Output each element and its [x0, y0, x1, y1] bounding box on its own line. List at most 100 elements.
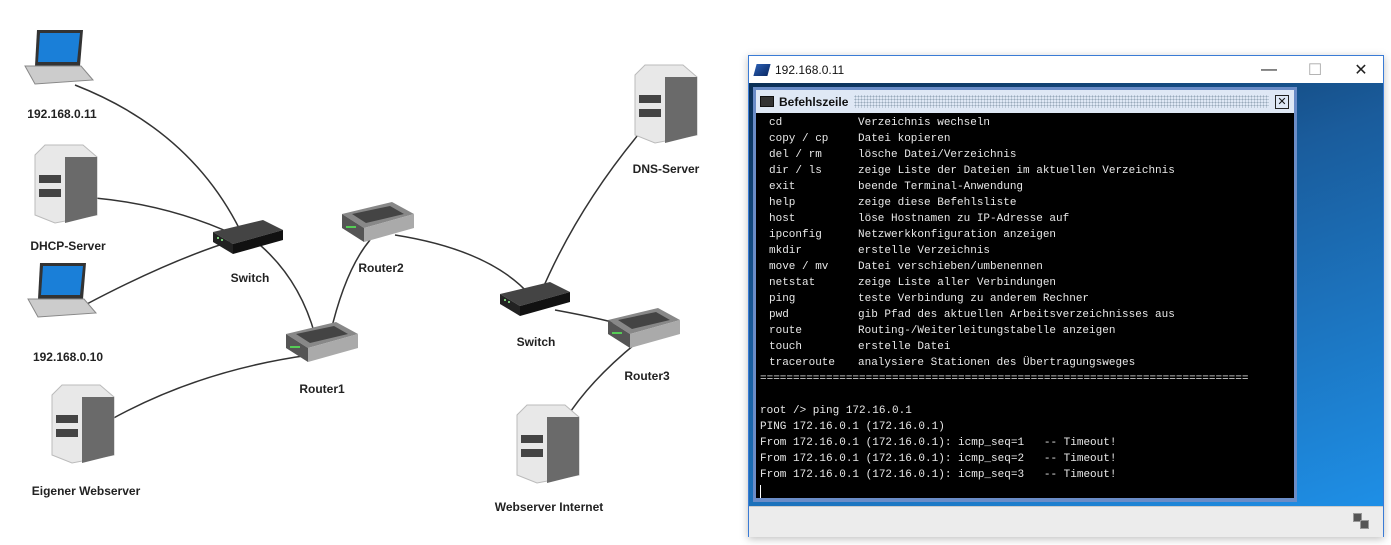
minimize-button[interactable]: — [1261, 60, 1277, 78]
remote-window: 192.168.0.11 — ☐ ✕ Befehlszeile ✕ cd Verz… [748, 55, 1384, 537]
switch-icon[interactable] [213, 220, 283, 254]
command-description: Datei kopieren [858, 133, 951, 145]
terminal-close-button[interactable]: ✕ [1275, 94, 1289, 109]
command-name: netstat [769, 277, 816, 289]
command-name: dir / ls [769, 165, 822, 177]
link [539, 114, 656, 296]
link [394, 234, 531, 296]
command-description: erstelle Datei [858, 341, 951, 353]
help-row: netstat zeige Liste aller Verbindungen [760, 275, 1294, 291]
link [109, 354, 311, 421]
node-label: Router2 [358, 261, 404, 275]
command-description: lösche Datei/Verzeichnis [858, 149, 1017, 161]
monitor-icon [760, 96, 774, 107]
command-name: exit [769, 181, 796, 193]
output-line: PING 172.16.0.1 (172.16.0.1) [760, 421, 945, 433]
maximize-button[interactable]: ☐ [1307, 61, 1323, 79]
link [84, 239, 236, 306]
terminal-frame: Befehlszeile ✕ cd Verzeichnis wechseln cop… [753, 87, 1297, 502]
node-label: DHCP-Server [30, 239, 106, 253]
output-line: From 172.16.0.1 (172.16.0.1): icmp_seq=2… [760, 453, 1117, 465]
command-name: mkdir [769, 245, 803, 257]
command-name: traceroute [769, 357, 836, 369]
command-description: Routing-/Weiterleitungstabelle anzeigen [858, 325, 1116, 337]
terminal-output[interactable]: cd Verzeichnis wechseln copy / cp Datei kop… [756, 113, 1294, 498]
node-label: Webserver Internet [494, 500, 604, 514]
help-row: ping teste Verbindung zu anderem Rechner [760, 291, 1294, 307]
separator: ========================================… [760, 373, 1249, 385]
laptop-icon[interactable] [27, 262, 97, 318]
command-name: host [769, 213, 796, 225]
router-icon[interactable] [608, 308, 680, 348]
help-row: mkdir erstelle Verzeichnis [760, 243, 1294, 259]
server-icon[interactable] [634, 64, 698, 144]
server-icon[interactable] [51, 384, 115, 464]
help-row: move / mv Datei verschieben/umbenennen [760, 259, 1294, 275]
command-description: Verzeichnis wechseln [858, 117, 991, 129]
help-row: ipconfig Netzwerkkonfiguration anzeigen [760, 227, 1294, 243]
network-status-icon[interactable] [1353, 513, 1371, 531]
command-description: zeige diese Befehlsliste [858, 197, 1017, 209]
terminal-title: Befehlszeile [779, 94, 849, 109]
link [329, 239, 371, 336]
status-bar [749, 506, 1383, 537]
command-name: copy / cp [769, 133, 829, 145]
terminal-header[interactable]: Befehlszeile ✕ [756, 90, 1294, 113]
output-line: From 172.16.0.1 (172.16.0.1): icmp_seq=1… [760, 437, 1117, 449]
command-description: analysiere Stationen des Übertragungsweg… [858, 357, 1136, 369]
node-label: Switch [230, 271, 270, 285]
command-description: gib Pfad des aktuellen Arbeitsverzeichni… [858, 309, 1175, 321]
command-description: beende Terminal-Anwendung [858, 181, 1024, 193]
node-label: Switch [516, 335, 556, 349]
help-row: touch erstelle Datei [760, 339, 1294, 355]
help-row: help zeige diese Befehlsliste [760, 195, 1294, 211]
link [259, 244, 316, 336]
command-name: pwd [769, 309, 789, 321]
close-button[interactable]: ✕ [1354, 61, 1368, 79]
help-row: traceroute analysiere Stationen des Übert… [760, 355, 1294, 371]
help-row: host löse Hostnamen zu IP-Adresse auf [760, 211, 1294, 227]
node-label: DNS-Server [632, 162, 700, 176]
command-name: help [769, 197, 796, 209]
command-description: löse Hostnamen zu IP-Adresse auf [858, 213, 1070, 225]
command-description: Datei verschieben/umbenennen [858, 261, 1043, 273]
command-description: zeige Liste der Dateien im aktuellen Ver… [858, 165, 1175, 177]
command-name: del / rm [769, 149, 822, 161]
network-diagram [24, 29, 698, 484]
command-name: route [769, 325, 803, 337]
help-row: dir / ls zeige Liste der Dateien im aktue… [760, 163, 1294, 179]
command-name: cd [769, 117, 783, 129]
output-line: root /> ping 172.16.0.1 [760, 405, 912, 417]
help-row: route Routing-/Weiterleitungstabelle anze… [760, 323, 1294, 339]
output-line: From 172.16.0.1 (172.16.0.1): icmp_seq=3… [760, 469, 1117, 481]
laptop-icon[interactable] [24, 29, 94, 85]
node-label: Eigener Webserver [31, 484, 141, 498]
computer-icon [753, 63, 771, 76]
help-row: del / rm lösche Datei/Verzeichnis [760, 147, 1294, 163]
server-icon[interactable] [516, 404, 580, 484]
command-description: erstelle Verzeichnis [858, 245, 991, 257]
node-label: 192.168.0.10 [32, 350, 104, 364]
drag-handle[interactable] [854, 95, 1269, 108]
command-name: touch [769, 341, 803, 353]
node-label: Router3 [624, 369, 670, 383]
server-icon[interactable] [34, 144, 98, 224]
title-bar[interactable]: 192.168.0.11 [749, 56, 1383, 83]
output-line [760, 387, 1294, 403]
command-description: teste Verbindung zu anderem Rechner [858, 293, 1090, 305]
command-description: zeige Liste aller Verbindungen [858, 277, 1057, 289]
link [74, 84, 241, 231]
command-name: ping [769, 293, 796, 305]
help-row: pwd gib Pfad des aktuellen Arbeitsverzeic… [760, 307, 1294, 323]
command-description: Netzwerkkonfiguration anzeigen [858, 229, 1057, 241]
help-row: copy / cp Datei kopieren [760, 131, 1294, 147]
router-icon[interactable] [286, 322, 358, 362]
link [94, 197, 236, 236]
node-label: Router1 [299, 382, 345, 396]
command-name: ipconfig [769, 229, 822, 241]
window-title: 192.168.0.11 [775, 62, 845, 77]
help-row: cd Verzeichnis wechseln [760, 115, 1294, 131]
command-name: move / mv [769, 261, 829, 273]
help-row: exit beende Terminal-Anwendung [760, 179, 1294, 195]
desktop-area: Befehlszeile ✕ cd Verzeichnis wechseln cop… [749, 83, 1383, 506]
